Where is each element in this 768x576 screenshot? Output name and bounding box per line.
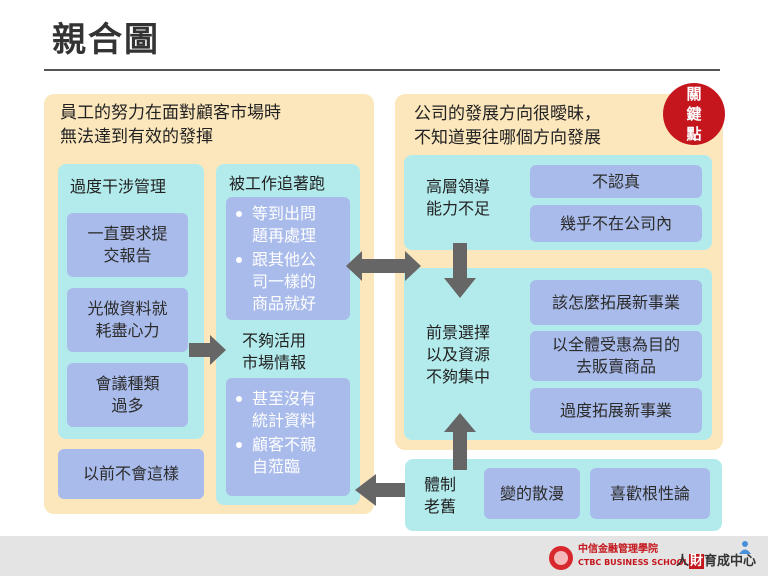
- bullet-line: 商品就好: [252, 294, 317, 313]
- left-heading-line2: 無法達到有效的發揮: [60, 127, 213, 147]
- before-box: 以前不會這樣: [58, 449, 204, 499]
- badge-char: 鍵: [686, 105, 702, 123]
- school-name-cn: 中信金融管理學院: [578, 544, 658, 555]
- system-item-guts: 喜歡根性論: [590, 468, 710, 519]
- left-group-heading: 員工的努力在面對顧客市場時 無法達到有效的發揮: [60, 101, 370, 149]
- overmanage-item-report: 一直要求提 交報告: [67, 213, 188, 277]
- item-line: 耗盡心力: [95, 321, 160, 340]
- leadership-item-absent: 幾乎不在公司內: [530, 205, 702, 242]
- overmanage-item-meetings: 會議種類 過多: [67, 363, 188, 427]
- market-label: 不夠活用 市場情報: [242, 330, 306, 374]
- item-line: 去販賣商品: [575, 357, 656, 376]
- key-point-badge: 關 鍵 點: [663, 83, 725, 145]
- focus-item-over-expand: 過度拓展新事業: [530, 388, 702, 433]
- chased-bullet: 等到出問 題再處理: [230, 203, 316, 247]
- talent-center-prefix: 人: [676, 554, 690, 569]
- bullet-line: 跟其他公: [252, 250, 317, 269]
- chased-label: 被工作追著跑: [229, 174, 326, 193]
- school-name: 中信金融管理學院 CTBC BUSINESS SCHOOL: [578, 544, 689, 568]
- market-bullet-list: 甚至沒有 統計資料 顧客不親 自蒞臨: [230, 388, 316, 480]
- talent-center-suffix: 育成中心: [704, 554, 757, 569]
- item-line: 該怎麼拓展新事業: [551, 292, 680, 312]
- right-group-heading: 公司的發展方向很曖昧， 不知道要往哪個方向發展: [414, 102, 664, 150]
- overmanage-label: 過度干涉管理: [70, 177, 167, 196]
- market-bullet: 顧客不親 自蒞臨: [230, 434, 316, 478]
- chased-bullet: 跟其他公 司一樣的 商品就好: [230, 249, 316, 315]
- item-line: 會議種類: [95, 374, 160, 393]
- overmanage-item-data: 光做資料就 耗盡心力: [67, 288, 188, 352]
- bullet-line: 統計資料: [252, 411, 317, 430]
- leadership-item-not-serious: 不認真: [530, 165, 702, 198]
- page-title: 親合圖: [52, 20, 160, 60]
- system-label-line2: 老舊: [424, 497, 457, 516]
- market-label-line1: 不夠活用: [242, 331, 307, 350]
- leadership-label-line1: 高層領導: [426, 177, 491, 196]
- right-heading-line2: 不知道要往哪個方向發展: [414, 128, 601, 148]
- bullet-line: 題再處理: [252, 226, 317, 245]
- system-label-line1: 體制: [424, 475, 457, 494]
- right-heading-line1: 公司的發展方向很曖昧，: [414, 104, 601, 124]
- school-logo-icon: [549, 546, 573, 570]
- bullet-line: 自蒞臨: [252, 457, 301, 476]
- market-bullet: 甚至沒有 統計資料: [230, 388, 316, 432]
- focus-label: 前景選擇 以及資源 不夠集中: [426, 322, 490, 388]
- chased-bullet-list: 等到出問 題再處理 跟其他公 司一樣的 商品就好: [230, 203, 316, 317]
- focus-item-expand-how: 該怎麼拓展新事業: [530, 280, 702, 325]
- talent-center-name: 人財育成中心: [676, 550, 756, 569]
- badge-char: 關: [686, 85, 702, 103]
- item-line: 光做資料就: [87, 299, 168, 318]
- focus-label-line1: 前景選擇: [426, 323, 491, 342]
- leadership-label-line2: 能力不足: [426, 199, 491, 218]
- title-divider: [44, 69, 720, 71]
- focus-label-line3: 不夠集中: [426, 367, 491, 386]
- person-icon: [739, 541, 751, 554]
- bullet-line: 等到出問: [252, 204, 317, 223]
- system-label: 體制 老舊: [424, 474, 456, 518]
- talent-center-highlight: 財: [689, 554, 705, 569]
- left-heading-line1: 員工的努力在面對顧客市場時: [60, 103, 281, 123]
- school-name-en: CTBC BUSINESS SCHOOL: [578, 558, 689, 567]
- bullet-line: 甚至沒有: [252, 389, 317, 408]
- footer-bar: [0, 536, 768, 576]
- system-item-lax: 變的散漫: [484, 468, 580, 519]
- item-line: 過多: [111, 396, 144, 415]
- bullet-line: 司一樣的: [252, 272, 317, 291]
- chased-box: 等到出問 題再處理 跟其他公 司一樣的 商品就好: [226, 197, 350, 320]
- market-box: 甚至沒有 統計資料 顧客不親 自蒞臨: [226, 378, 350, 496]
- focus-label-line2: 以及資源: [426, 345, 491, 364]
- focus-item-sell-products: 以全體受惠為目的 去販賣商品: [530, 331, 702, 381]
- bullet-line: 顧客不親: [252, 435, 317, 454]
- item-line: 交報告: [103, 246, 152, 265]
- market-label-line2: 市場情報: [242, 353, 307, 372]
- badge-char: 點: [686, 125, 702, 143]
- item-line: 一直要求提: [87, 224, 168, 243]
- item-line: 過度拓展新事業: [559, 400, 672, 420]
- leadership-label: 高層領導 能力不足: [426, 176, 490, 220]
- item-line: 以全體受惠為目的: [551, 335, 680, 354]
